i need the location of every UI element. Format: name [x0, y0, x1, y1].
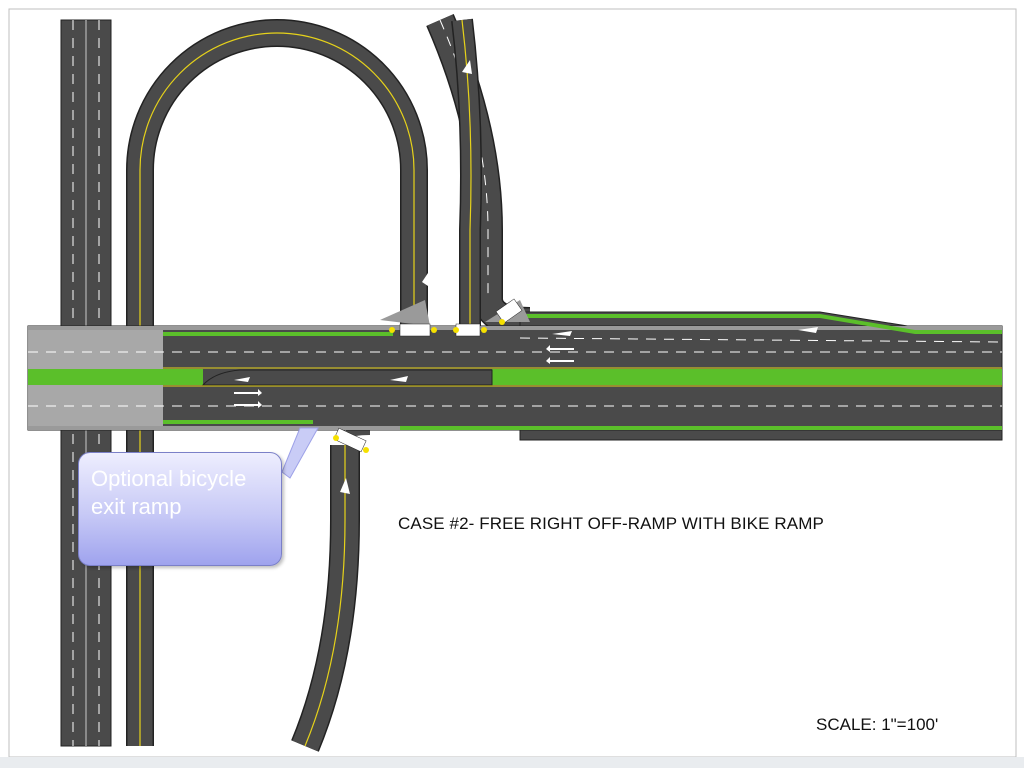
- scale-note: SCALE: 1"=100': [816, 715, 939, 734]
- bicycle-exit-ramp-callout: Optional bicycle exit ramp: [78, 452, 282, 566]
- bottom-band: [0, 757, 1024, 768]
- crosswalks: [333, 298, 530, 453]
- callout-text: Optional bicycle exit ramp: [91, 466, 247, 519]
- case-title: CASE #2- FREE RIGHT OFF-RAMP WITH BIKE R…: [398, 514, 824, 533]
- loop-ramp: [126, 19, 428, 746]
- lane-arrows: [234, 60, 818, 494]
- arterial-road: [27, 311, 1003, 441]
- callout-pointer: [281, 427, 319, 479]
